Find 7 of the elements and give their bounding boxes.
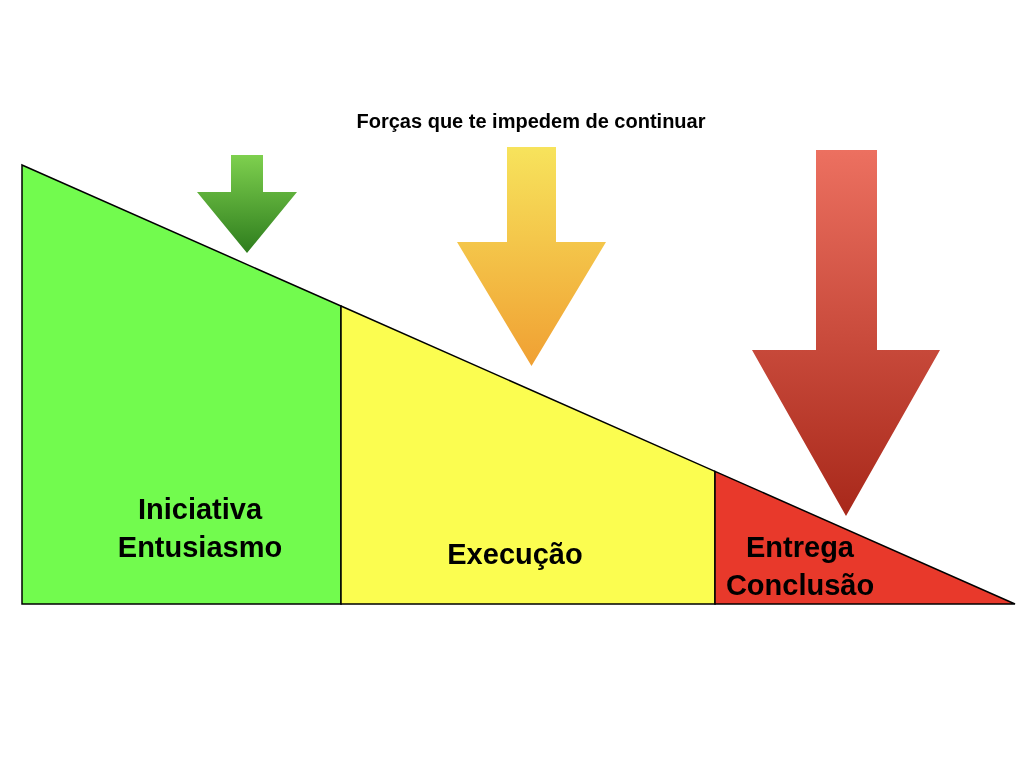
stage-label: Entrega Conclusão — [724, 530, 876, 603]
stage-region — [22, 165, 341, 604]
stage-label: Execução — [446, 537, 584, 572]
diagram-title: Forças que te impedem de continuar — [355, 110, 707, 133]
stage-label: Iniciativa Entusiasmo — [116, 492, 284, 565]
stage-region — [341, 306, 715, 604]
stage-region — [715, 471, 1015, 604]
